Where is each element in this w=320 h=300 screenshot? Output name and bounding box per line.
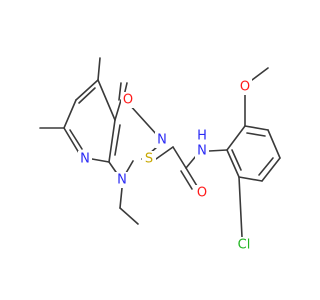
bond-ar6-cl bbox=[238, 176, 243, 238]
bond-ar6-ar1-inner bbox=[231, 149, 242, 171]
bond-c7-n8 bbox=[63, 127, 80, 154]
atom-label-n1: N bbox=[117, 173, 127, 188]
bond-methyl-c5 bbox=[97, 57, 101, 81]
bond-ethyl-ch3 bbox=[119, 207, 139, 225]
atom-o-methoxy: O bbox=[238, 79, 252, 95]
bond-ar2-ar3 bbox=[244, 125, 269, 131]
atom-nh: N H bbox=[195, 129, 209, 159]
bond-ch2-camide bbox=[172, 146, 187, 169]
bond-carbonyl-2 bbox=[118, 82, 122, 101]
bond-ar4-ar5 bbox=[261, 157, 281, 182]
atom-label-o-amide: O bbox=[197, 186, 207, 201]
atom-label-s: S bbox=[145, 152, 153, 167]
bond-camide-nh bbox=[185, 155, 197, 169]
atom-s: S bbox=[142, 151, 156, 167]
bond-ar6-ar1 bbox=[226, 149, 240, 178]
bond-o-ch3 bbox=[251, 67, 269, 81]
bond-ar3-ar4 bbox=[267, 129, 281, 159]
atom-n8: N bbox=[78, 151, 92, 167]
bond-c5-c6 bbox=[75, 79, 99, 101]
bond-c8a-c4a bbox=[108, 119, 116, 163]
atom-label-h-amide: H bbox=[197, 129, 207, 144]
molecule-structure-diagram: O N N N S O N H O bbox=[39, 57, 281, 253]
atom-label-cl: Cl bbox=[238, 238, 251, 253]
bond-s-ch2 bbox=[155, 146, 174, 160]
atom-n3: N bbox=[155, 132, 169, 148]
atom-label-nh: N bbox=[197, 144, 207, 159]
bond-c4a-c8a-inner bbox=[114, 124, 121, 156]
bond-n1-ethyl-ch2 bbox=[119, 187, 123, 209]
atom-label-n8: N bbox=[80, 152, 90, 167]
bond-c6-c7 bbox=[63, 99, 77, 129]
atom-n1: N bbox=[115, 172, 129, 188]
bond-c4-c4a bbox=[114, 99, 122, 121]
bond-ar5-ar6 bbox=[238, 176, 263, 182]
atom-label-n3: N bbox=[157, 133, 167, 148]
bond-amide-co-2 bbox=[180, 170, 193, 190]
bond-amide-co-1 bbox=[185, 167, 198, 187]
bond-n8-c8a bbox=[91, 158, 110, 163]
atom-label-o-methoxy: O bbox=[240, 80, 250, 95]
bond-ar2-ar3-inner bbox=[246, 132, 266, 137]
bond-ar4-ar5-inner bbox=[258, 157, 274, 176]
bond-ar1-ar2 bbox=[226, 125, 246, 151]
atom-o-amide: O bbox=[195, 185, 209, 201]
bond-c7-n8-inner bbox=[69, 129, 83, 150]
atom-label-o-carbonyl-ring: O bbox=[123, 93, 133, 108]
bond-nh-aryl bbox=[208, 149, 228, 152]
bond-c4a-c5 bbox=[97, 79, 116, 121]
atom-cl: Cl bbox=[234, 237, 254, 253]
bond-c5-c6-inner bbox=[78, 87, 96, 104]
bond-c2-n1 bbox=[125, 160, 134, 174]
bond-c4-n3 bbox=[127, 102, 158, 136]
atom-label-layer: O N N N S O N H O bbox=[78, 79, 254, 253]
atom-o-carbonyl-ring: O bbox=[121, 92, 135, 108]
